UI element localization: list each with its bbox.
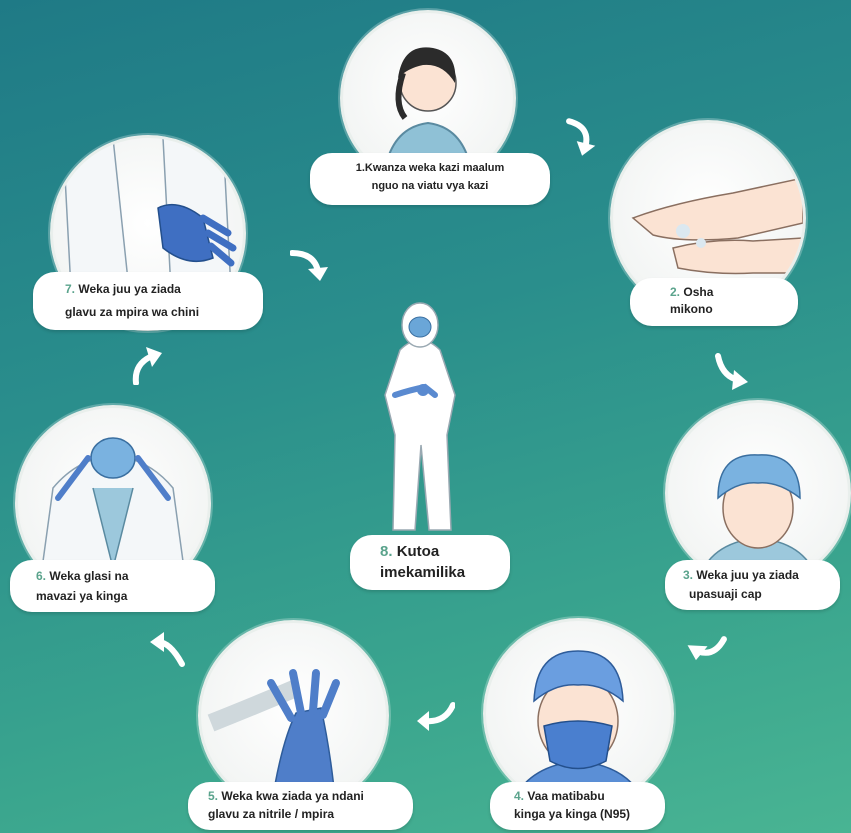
step-6-text-line2: mavazi ya kinga [36, 586, 201, 606]
step-5-number: 5. [208, 789, 218, 803]
step-4-text-line1: Vaa matibabu [527, 789, 604, 803]
step-3-label: 3. Weka juu ya ziada upasuaji cap [665, 560, 840, 610]
step-8-text-line1: Kutoa [397, 543, 440, 560]
step-3-image [665, 400, 851, 586]
step-7-text-line2: glavu za mpira wa chini [65, 301, 249, 324]
step-5-text-line1: Weka kwa ziada ya ndani [221, 789, 364, 803]
curved-arrow-icon [148, 628, 188, 668]
step-2-text-line1: Osha [683, 285, 713, 299]
step-7-number: 7. [65, 282, 75, 296]
step-4-text-line2: kinga ya kinga (N95) [514, 805, 653, 823]
step-6-label: 6. Weka glasi na mavazi ya kinga [10, 560, 215, 612]
step-6-text-line1: Weka glasi na [49, 569, 128, 583]
step-2-number: 2. [670, 285, 680, 299]
curved-arrow-icon [554, 112, 605, 163]
step-4-label: 4. Vaa matibabu kinga ya kinga (N95) [490, 782, 665, 830]
step-3-number: 3. [683, 568, 693, 582]
step-2-label: 2. Osha mikono [630, 278, 798, 326]
curved-arrow-icon [712, 352, 752, 392]
nitrile-gloves-icon [201, 623, 386, 808]
step-7-label: 7. Weka juu ya ziada glavu za mpira wa c… [33, 272, 263, 330]
arrow-4-to-5 [415, 695, 455, 735]
step-8-number: 8. [380, 543, 393, 560]
step-1-number: 1. [356, 162, 365, 174]
step-1-text-line2: nguo na viatu vya kazi [326, 177, 534, 195]
arrow-3-to-4 [678, 617, 734, 673]
step-3-text-line2: upasuaji cap [683, 585, 828, 604]
full-ppe-figure-icon [365, 295, 475, 535]
surgical-cap-icon [668, 403, 848, 583]
step-8-image [365, 295, 475, 535]
curved-arrow-icon [128, 345, 168, 385]
step-7-text-line1: Weka juu ya ziada [78, 282, 181, 296]
step-8-text-line2: imekamilika [380, 562, 498, 583]
arrow-2-to-3 [712, 352, 752, 392]
step-5-label: 5. Weka kwa ziada ya ndani glavu za nitr… [188, 782, 413, 830]
curved-arrow-icon [415, 695, 455, 735]
n95-mask-icon [486, 621, 671, 806]
step-8-label: 8. Kutoa imekamilika [350, 535, 510, 590]
step-2-text-line2: mikono [670, 301, 788, 318]
step-1-text-line1: Kwanza weka kazi maalum [365, 162, 504, 174]
curved-arrow-icon [678, 617, 734, 673]
curved-arrow-icon [290, 245, 330, 285]
step-4-number: 4. [514, 789, 524, 803]
step-5-text-line2: glavu za nitrile / mpira [208, 805, 403, 823]
step-3-text-line1: Weka juu ya ziada [696, 568, 799, 582]
step-1-label: 1.Kwanza weka kazi maalum nguo na viatu … [310, 153, 550, 205]
arrow-5-to-6 [148, 628, 188, 668]
step-6-number: 6. [36, 569, 46, 583]
step-4-image [483, 618, 674, 809]
arrow-7-to-8 [290, 245, 330, 285]
arrow-6-to-7 [128, 345, 168, 385]
arrow-1-to-2 [554, 112, 605, 163]
